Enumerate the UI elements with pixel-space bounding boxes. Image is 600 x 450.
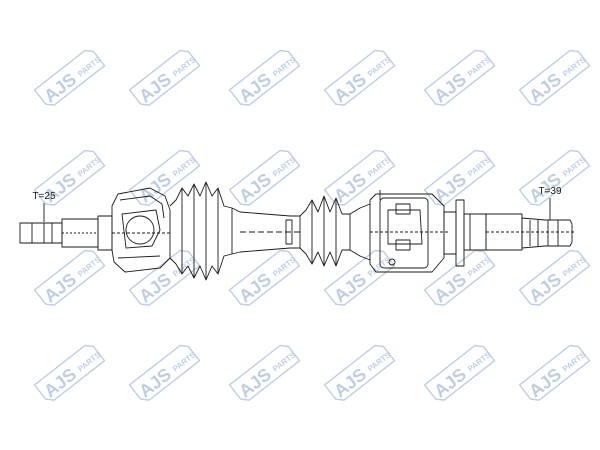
svg-text:PARTS: PARTS xyxy=(271,155,298,179)
svg-text:PARTS: PARTS xyxy=(466,55,493,79)
left-spline-stub xyxy=(19,215,113,251)
svg-text:PARTS: PARTS xyxy=(561,350,588,374)
svg-text:PARTS: PARTS xyxy=(466,155,493,179)
inner-cv-joint xyxy=(369,190,450,273)
inner-cv-boot xyxy=(299,195,371,267)
svg-text:PARTS: PARTS xyxy=(76,155,103,179)
inner-joint-collar xyxy=(443,199,487,267)
svg-text:PARTS: PARTS xyxy=(466,350,493,374)
drive-shaft xyxy=(19,181,574,281)
outer-cv-boot xyxy=(169,181,241,281)
svg-text:PARTS: PARTS xyxy=(466,255,493,279)
svg-text:PARTS: PARTS xyxy=(171,55,198,79)
svg-text:PARTS: PARTS xyxy=(271,255,298,279)
svg-text:PARTS: PARTS xyxy=(561,255,588,279)
svg-text:PARTS: PARTS xyxy=(171,155,198,179)
svg-text:PARTS: PARTS xyxy=(561,55,588,79)
right-spline-stub xyxy=(485,213,574,251)
svg-text:PARTS: PARTS xyxy=(271,350,298,374)
right-spline-label: T=39 xyxy=(538,186,562,197)
svg-text:PARTS: PARTS xyxy=(366,155,393,179)
svg-text:PARTS: PARTS xyxy=(76,55,103,79)
svg-text:PARTS: PARTS xyxy=(76,255,103,279)
svg-text:PARTS: PARTS xyxy=(76,350,103,374)
svg-text:PARTS: PARTS xyxy=(271,55,298,79)
left-spline-label: T=25 xyxy=(32,191,56,202)
svg-text:PARTS: PARTS xyxy=(561,155,588,179)
intermediate-shaft xyxy=(239,211,301,253)
svg-text:PARTS: PARTS xyxy=(366,350,393,374)
svg-text:PARTS: PARTS xyxy=(171,350,198,374)
svg-text:PARTS: PARTS xyxy=(366,55,393,79)
